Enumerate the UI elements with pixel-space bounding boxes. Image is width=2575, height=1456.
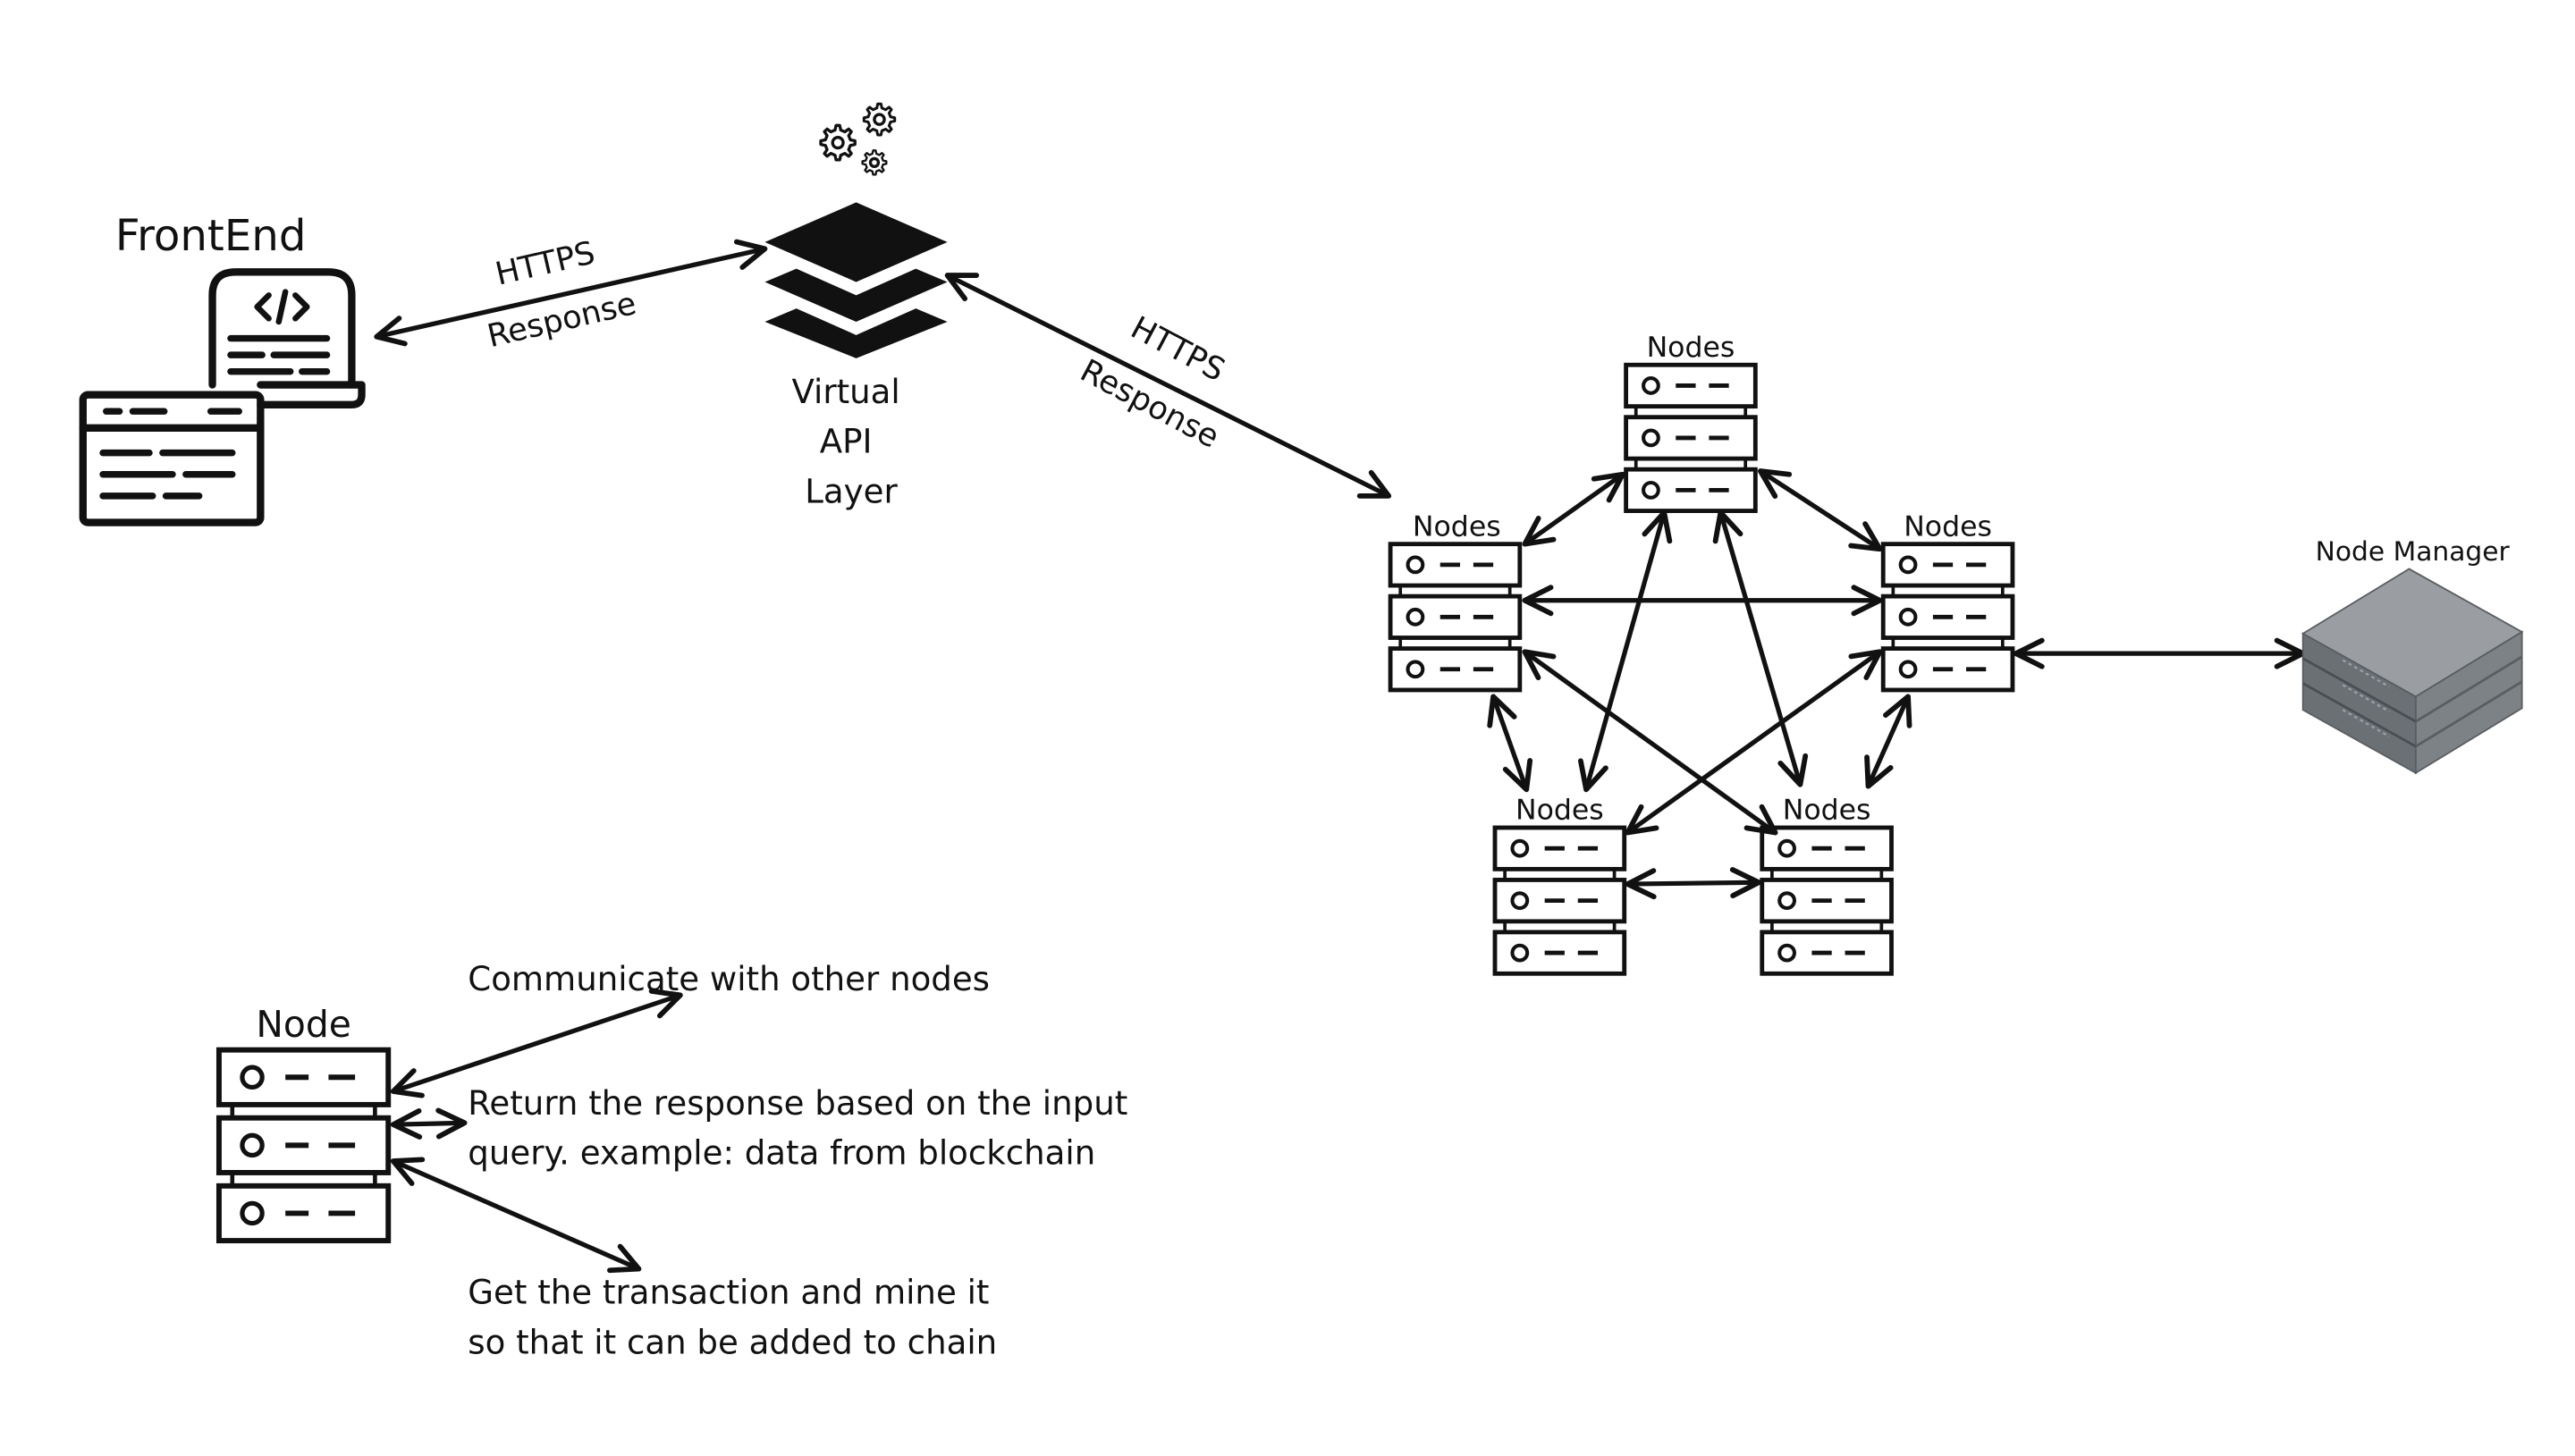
mesh-arrow [1625, 867, 1761, 900]
legend-arrows [390, 988, 683, 1274]
note-line: query. example: data from blockchain [468, 1134, 1095, 1173]
rack-server-icon [2301, 568, 2524, 775]
layers-stack-icon [764, 202, 948, 358]
api-label-line: Layer [805, 472, 898, 510]
node-label: Nodes [1413, 510, 1501, 543]
note-line: Communicate with other nodes [468, 960, 990, 998]
mesh-arrow [1487, 694, 1533, 793]
node-stack-right: Nodes [1883, 510, 2013, 690]
frontend-api-request-label: HTTPS [492, 234, 598, 292]
legend-note-mining: Get the transaction and mine it so that … [468, 1274, 1000, 1362]
frontend-api-arrow [374, 239, 768, 347]
server-stack-icon [1883, 544, 2013, 690]
gears-icon [819, 102, 897, 176]
server-stack-icon [1626, 365, 1756, 510]
legend-server-stack-icon [215, 1047, 392, 1244]
browser-window-icon [79, 391, 265, 526]
node-label: Nodes [1783, 795, 1871, 827]
mesh-arrow [1578, 509, 1673, 793]
legend-node-label: Node [256, 1003, 351, 1046]
legend-note-communicate: Communicate with other nodes [468, 960, 990, 998]
api-nodes-request-label: HTTPS [1125, 309, 1231, 389]
node-stack-bottom-left: Nodes [1495, 795, 1625, 974]
api-nodes-arrow [944, 273, 1392, 499]
legend-arrow [390, 988, 683, 1098]
api-label-line: Virtual [791, 373, 899, 411]
server-stack-icon [1762, 828, 1892, 973]
mesh-arrow [1864, 694, 1912, 789]
node-stack-bottom-right: Nodes [1762, 795, 1892, 974]
node-label: Nodes [1515, 795, 1604, 827]
note-line: Get the transaction and mine it [468, 1274, 989, 1312]
node-label: Nodes [1647, 332, 1735, 364]
node-mesh-arrows [1487, 468, 2306, 900]
laptop-code-icon [208, 268, 366, 408]
api-label-line: API [820, 423, 873, 461]
frontend-title: FrontEnd [115, 211, 307, 261]
server-stack-icon [1495, 828, 1625, 973]
node-stack-left: Nodes [1390, 510, 1520, 690]
legend-arrow [390, 1107, 468, 1140]
legend-note-response: Return the response based on the input q… [468, 1084, 1138, 1173]
mesh-arrow [1522, 471, 1625, 547]
note-line: Return the response based on the input [468, 1084, 1127, 1123]
api-layer-label: Virtual API Layer [791, 373, 910, 510]
mesh-arrow [1712, 509, 1809, 787]
node-manager-label: Node Manager [2316, 536, 2511, 568]
mesh-arrow [1625, 649, 1883, 836]
node-label: Nodes [1904, 510, 1992, 543]
legend-arrow [390, 1157, 642, 1274]
node-stack-top: Nodes [1626, 332, 1756, 511]
server-stack-icon [1390, 544, 1520, 690]
note-line: so that it can be added to chain [468, 1323, 997, 1361]
mesh-arrow [1757, 468, 1883, 552]
